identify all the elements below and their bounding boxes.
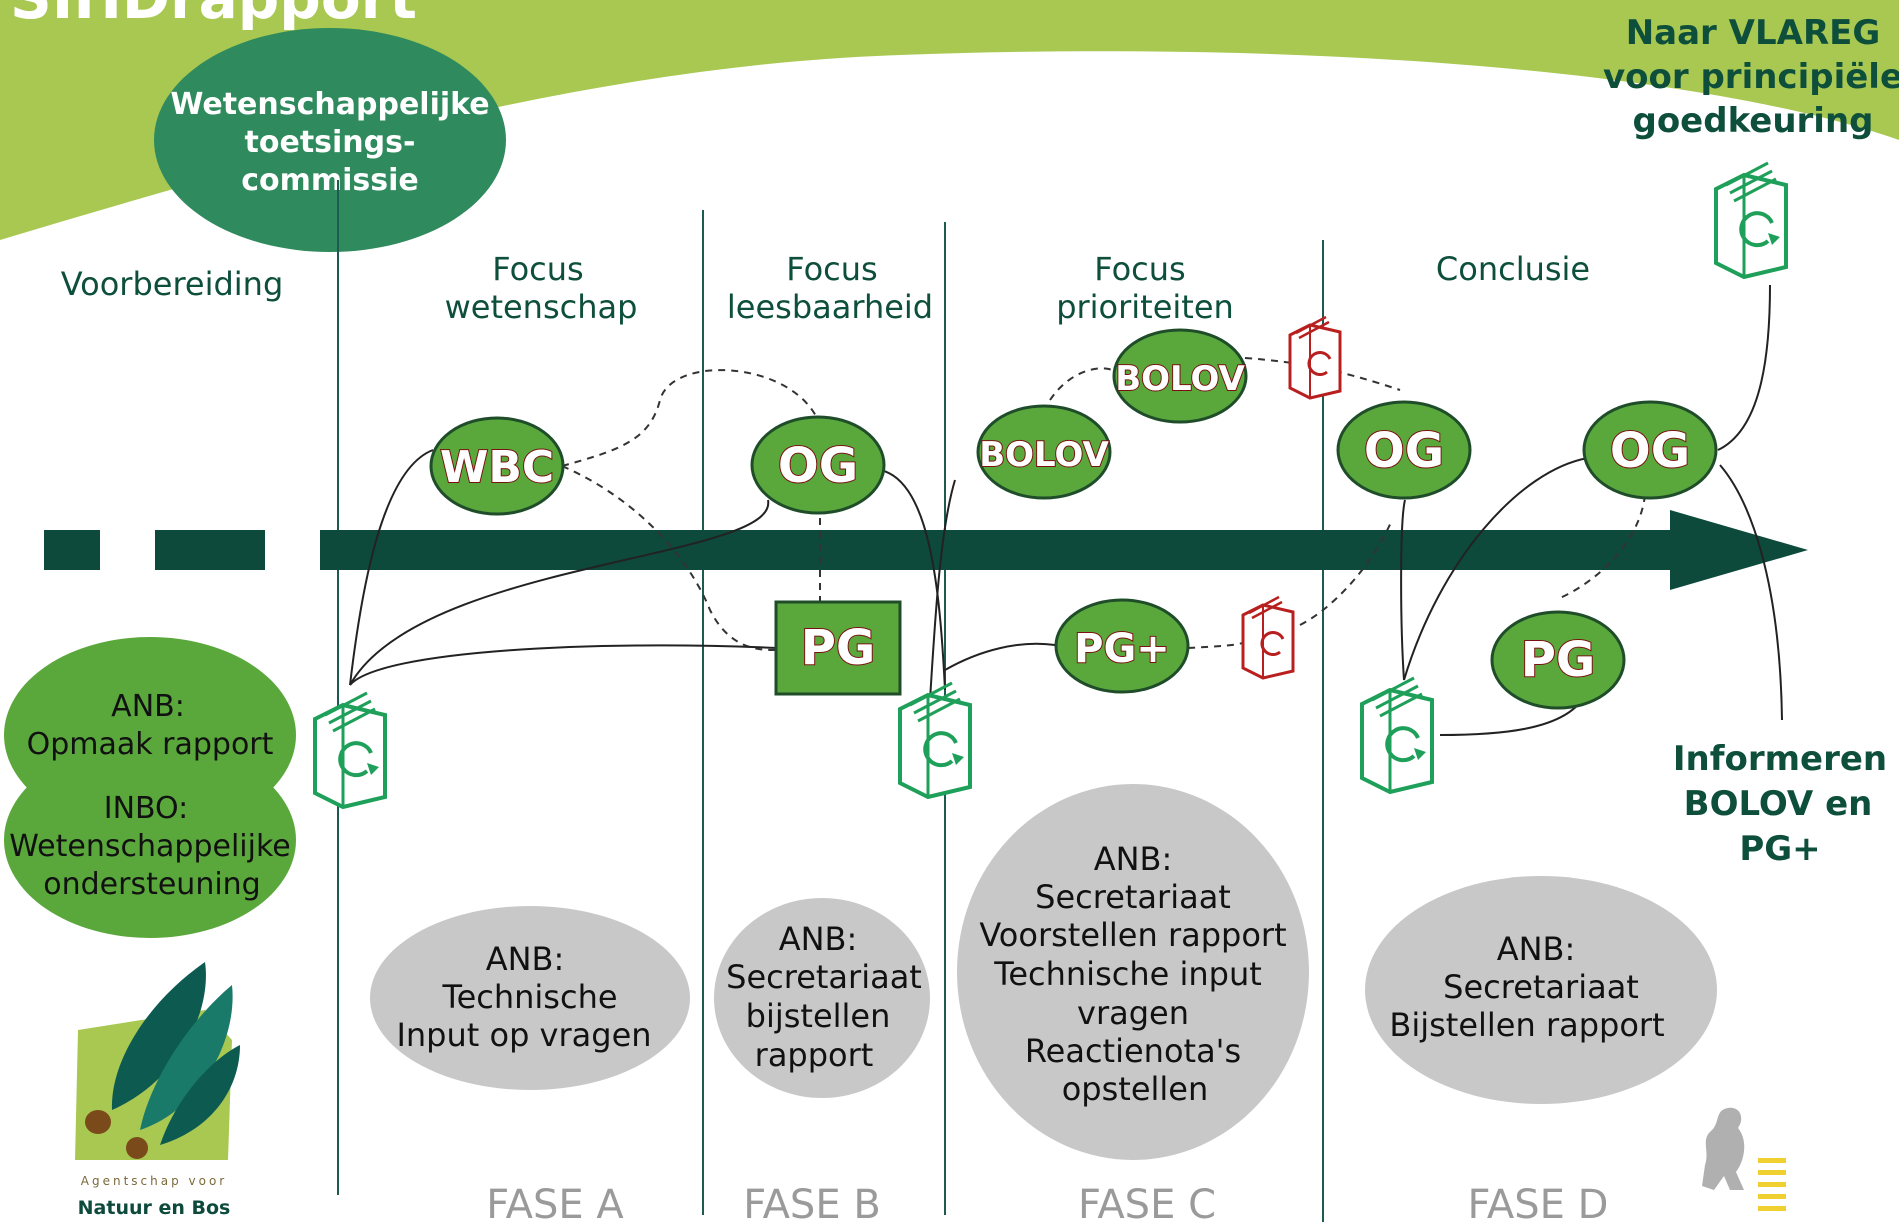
gray-ellipse-b	[714, 898, 930, 1098]
header-b-line-2: leesbaarheid	[727, 288, 933, 326]
document-refresh-icon	[1288, 315, 1342, 400]
fase-b: FASE B	[743, 1182, 881, 1223]
node-bolov-lower: BOLOV	[976, 404, 1112, 500]
timeline-dash-2	[155, 530, 265, 570]
header-a-line-1: Focus	[492, 250, 583, 288]
gray-d-line-2: Secretariaat	[1443, 968, 1639, 1006]
node-pg-b: PG	[774, 600, 902, 696]
gray-c-line-3: Voorstellen rapport	[979, 916, 1286, 954]
anb-label: ANB:	[111, 689, 185, 724]
gray-ellipse-a	[370, 906, 690, 1090]
node-og-b: OG	[750, 415, 886, 515]
node-pg-plus: PG+	[1054, 598, 1190, 694]
logo-line-1: Agentschap voor	[81, 1174, 227, 1188]
committee-line-1: Wetenschappelijke	[170, 87, 489, 122]
header-c-line-1: Focus	[1094, 250, 1185, 288]
header-a-line-2: wetenschap	[445, 288, 638, 326]
timeline-dash-1	[44, 530, 100, 570]
node-bolov-upper-label: BOLOV	[1115, 359, 1245, 399]
gray-b-line-3: bijstellen	[746, 997, 891, 1035]
inbo-role-2: ondersteuning	[43, 867, 260, 902]
document-refresh-icon	[1360, 676, 1434, 794]
gray-c-line-5: vragen	[1077, 994, 1189, 1032]
leaf-logo-icon	[75, 962, 240, 1160]
committee-line-2: toetsings-	[245, 125, 416, 160]
node-og-d2-label: OG	[1610, 423, 1690, 479]
node-bolov-lower-label: BOLOV	[979, 435, 1109, 475]
informeren-line-3: PG+	[1739, 829, 1820, 869]
node-pg-d: PG	[1490, 610, 1626, 710]
page-title: SIHDrapport	[10, 0, 417, 32]
dashed-connectors	[561, 357, 1646, 651]
node-pg-plus-label: PG+	[1074, 626, 1170, 672]
gray-ellipse-d	[1365, 876, 1717, 1104]
header-voorbereiding: Voorbereiding	[61, 265, 284, 303]
fase-c: FASE C	[1078, 1182, 1216, 1223]
node-wbc: WBC	[429, 416, 565, 516]
document-refresh-icon	[898, 681, 972, 799]
committee-ellipse	[154, 28, 506, 252]
gray-d-line-3: Bijstellen rapport	[1389, 1006, 1664, 1044]
vlareg-line-2: voor principiële	[1603, 57, 1899, 97]
flemish-lion-icon	[1702, 1107, 1786, 1211]
node-og-d1: OG	[1336, 400, 1472, 500]
gray-b-line-2: Secretariaat	[726, 958, 922, 996]
document-refresh-icon	[1714, 161, 1788, 279]
left-role-blob	[4, 637, 296, 938]
gray-c-line-6: Reactienota's	[1025, 1032, 1241, 1070]
fase-d: FASE D	[1468, 1182, 1609, 1223]
gray-c-line-1: ANB:	[1094, 840, 1173, 878]
node-og-b-label: OG	[778, 438, 858, 494]
informeren-line-1: Informeren	[1673, 739, 1887, 779]
gray-a-line-3: Input op vragen	[396, 1016, 651, 1054]
gray-c-line-4: Technische input	[993, 955, 1262, 993]
node-og-d2: OG	[1582, 400, 1718, 500]
header-c-line-2: prioriteiten	[1056, 288, 1234, 326]
gray-b-line-1: ANB:	[779, 920, 858, 958]
gray-c-line-2: Secretariaat	[1035, 878, 1231, 916]
logo-line-2: Natuur en Bos	[78, 1197, 231, 1219]
vlareg-line-1: Naar VLAREG	[1626, 13, 1881, 53]
node-og-d1-label: OG	[1364, 423, 1444, 479]
gray-ellipse-c	[957, 784, 1309, 1160]
node-wbc-label: WBC	[440, 442, 554, 493]
header-band	[0, 0, 1899, 240]
node-pg-b-label: PG	[801, 620, 876, 676]
informeren-line-2: BOLOV en	[1684, 784, 1873, 824]
vlareg-line-3: goedkeuring	[1632, 101, 1873, 141]
header-d: Conclusie	[1436, 250, 1590, 288]
timeline-arrow	[320, 510, 1808, 590]
gray-a-line-2: Technische	[441, 978, 617, 1016]
gray-d-line-1: ANB:	[1497, 930, 1576, 968]
document-refresh-icon	[1241, 595, 1295, 680]
node-bolov-upper: BOLOV	[1112, 328, 1248, 424]
gray-b-line-4: rapport	[755, 1036, 874, 1074]
anb-role: Opmaak rapport	[27, 727, 274, 762]
committee-line-3: commissie	[241, 163, 419, 198]
gray-a-line-1: ANB:	[486, 940, 565, 978]
node-pg-d-label: PG	[1521, 632, 1596, 688]
solid-connectors	[349, 284, 1783, 736]
inbo-label: INBO:	[104, 791, 189, 826]
gray-c-line-7: opstellen	[1062, 1070, 1209, 1108]
fase-a: FASE A	[486, 1182, 624, 1223]
header-b-line-1: Focus	[786, 250, 877, 288]
inbo-role-1: Wetenschappelijke	[9, 829, 290, 864]
document-refresh-icon	[313, 691, 387, 809]
